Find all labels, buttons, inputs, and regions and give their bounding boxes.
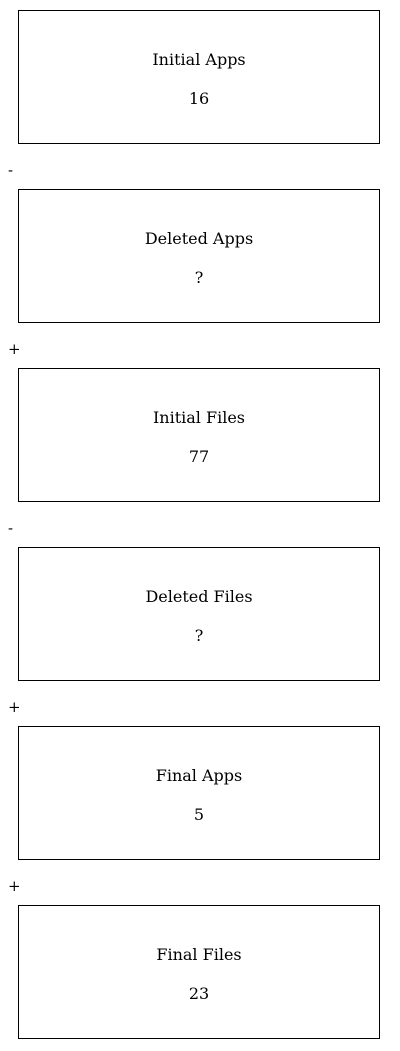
operator-minus: - <box>8 161 14 179</box>
operator-minus: - <box>8 519 14 537</box>
final-files-box: Final Files 23 <box>18 905 380 1039</box>
operator-plus: + <box>8 877 21 895</box>
box-value: ? <box>194 626 204 645</box>
initial-files-box: Initial Files 77 <box>18 368 380 502</box>
box-value: 77 <box>188 447 210 466</box>
box-value: 23 <box>188 984 210 1003</box>
operator-plus: + <box>8 698 21 716</box>
box-label: Final Apps <box>155 766 243 785</box>
deleted-files-box: Deleted Files ? <box>18 547 380 681</box>
box-label: Deleted Files <box>145 587 253 606</box>
box-value: ? <box>194 268 204 287</box>
box-label: Initial Apps <box>152 50 246 69</box>
final-apps-box: Final Apps 5 <box>18 726 380 860</box>
box-label: Initial Files <box>152 408 246 427</box>
initial-apps-box: Initial Apps 16 <box>18 10 380 144</box>
box-label: Final Files <box>156 945 242 964</box>
box-label: Deleted Apps <box>144 229 254 248</box>
operator-plus: + <box>8 340 21 358</box>
deleted-apps-box: Deleted Apps ? <box>18 189 380 323</box>
box-value: 16 <box>188 89 210 108</box>
box-value: 5 <box>193 805 205 824</box>
